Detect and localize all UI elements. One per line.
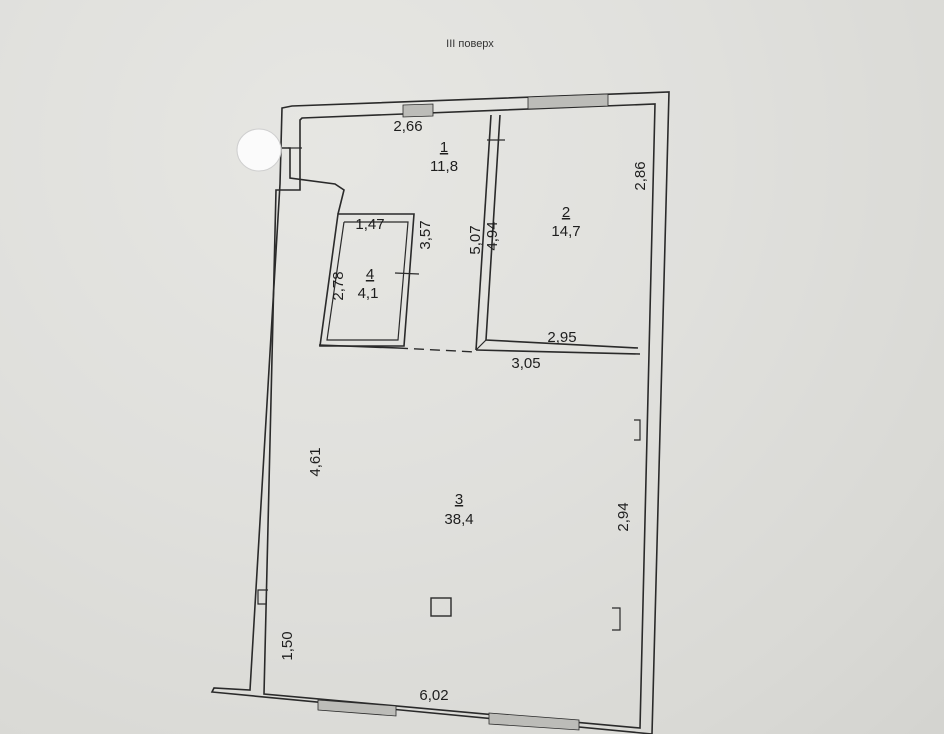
wall-jogs — [257, 419, 641, 631]
svg-text:4: 4 — [366, 266, 374, 283]
dim-room4-top: 1,47 — [355, 216, 384, 233]
room-3-label: 3 38,4 — [444, 491, 473, 528]
dim-room2-left: 4,94 — [484, 221, 501, 250]
column — [430, 597, 452, 617]
interior-walls — [288, 114, 641, 355]
svg-text:38,4: 38,4 — [444, 511, 473, 528]
dim-bottom-left: 1,50 — [279, 631, 296, 660]
svg-text:4,1: 4,1 — [358, 285, 379, 302]
stamp-blot — [236, 128, 282, 172]
svg-text:2: 2 — [562, 204, 570, 221]
windows — [317, 93, 609, 731]
floor-title: III поверх — [446, 38, 494, 50]
dim-room2-bottom: 2,95 — [547, 329, 576, 346]
svg-text:1: 1 — [440, 139, 448, 156]
dim-room3-right: 2,94 — [615, 502, 632, 531]
room-4-label: 4 4,1 — [358, 266, 379, 302]
dim-room2-right: 2,86 — [632, 161, 649, 190]
room-1-label: 1 11,8 — [430, 139, 458, 175]
svg-text:11,8: 11,8 — [430, 158, 458, 175]
dim-corridor: 5,07 — [467, 225, 484, 254]
dim-room4-left: 2,78 — [330, 271, 347, 300]
room-2-label: 2 14,7 — [551, 204, 580, 240]
dim-bottom: 6,02 — [419, 687, 448, 704]
svg-text:3: 3 — [455, 491, 463, 508]
dim-top-room1: 2,66 — [393, 118, 422, 135]
dim-room4-right: 3,57 — [417, 220, 434, 249]
svg-text:14,7: 14,7 — [551, 223, 580, 240]
dim-room3-top: 3,05 — [511, 355, 540, 372]
dimension-labels: 2,66 2,86 2,95 4,94 5,07 1,47 3,57 2,78 … — [279, 118, 649, 704]
dim-room3-left: 4,61 — [307, 447, 324, 476]
